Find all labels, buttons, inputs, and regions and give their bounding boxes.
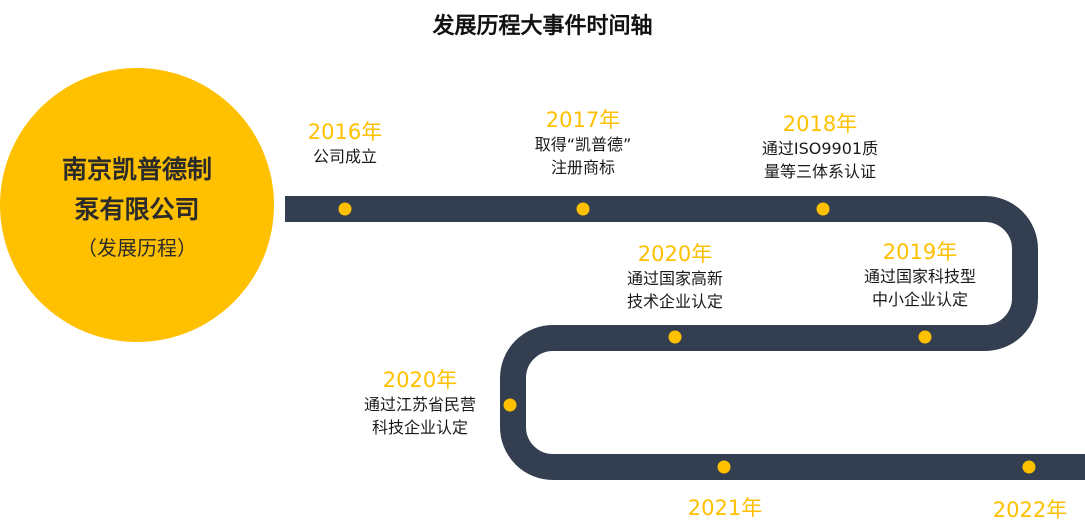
milestone-desc: 通过国家高新 技术企业认定 [626, 269, 723, 311]
company-subtitle: （发展历程） [77, 236, 197, 260]
milestone-desc: 通过ISO9901质 量等三体系认证 [761, 139, 879, 181]
milestone-dot-2021 [717, 460, 731, 474]
milestone-2016: 2016年 公司成立 [290, 119, 400, 168]
milestone-desc: 通过江苏省民营 科技企业认定 [363, 395, 476, 437]
milestone-dot-2020-jiangsu [503, 398, 517, 412]
milestone-year: 2018年 [782, 112, 858, 136]
milestone-year: 2017年 [545, 108, 621, 132]
milestone-2021: 2021年 [660, 495, 790, 521]
milestone-2020-jiangsu: 2020年 通过江苏省民营 科技企业认定 [335, 367, 505, 439]
page-title: 发展历程大事件时间轴 [432, 14, 653, 39]
company-circle [0, 68, 274, 342]
milestone-desc: 通过国家科技型 中小企业认定 [863, 267, 976, 309]
milestone-dot-2018 [816, 202, 830, 216]
milestone-year: 2020年 [637, 242, 713, 266]
milestone-dot-2019 [918, 330, 932, 344]
company-name-line1: 南京凯普德制 [61, 155, 212, 184]
milestone-desc: 公司成立 [312, 147, 377, 166]
milestone-year: 2016年 [307, 120, 383, 144]
milestone-year: 2021年 [687, 496, 763, 520]
milestone-2022: 2022年 [975, 497, 1085, 523]
company-name-line2: 泵有限公司 [74, 195, 200, 224]
milestone-dot-2022 [1022, 460, 1036, 474]
milestone-2017: 2017年 取得“凯普德” 注册商标 [498, 107, 668, 179]
timeline-path [285, 196, 1085, 480]
milestone-2020-high-tech: 2020年 通过国家高新 技术企业认定 [590, 241, 760, 313]
milestone-dot-2017 [576, 202, 590, 216]
milestone-dot-2020-high-tech [668, 330, 682, 344]
milestone-year: 2022年 [992, 498, 1068, 522]
milestone-desc: 取得“凯普德” 注册商标 [534, 135, 632, 177]
milestone-2019: 2019年 通过国家科技型 中小企业认定 [835, 239, 1005, 311]
company-name: 南京凯普德制 泵有限公司 [0, 150, 274, 230]
milestone-year: 2019年 [882, 240, 958, 264]
milestone-dot-2016 [338, 202, 352, 216]
milestone-year: 2020年 [382, 368, 458, 392]
milestone-2018: 2018年 通过ISO9901质 量等三体系认证 [735, 111, 905, 183]
